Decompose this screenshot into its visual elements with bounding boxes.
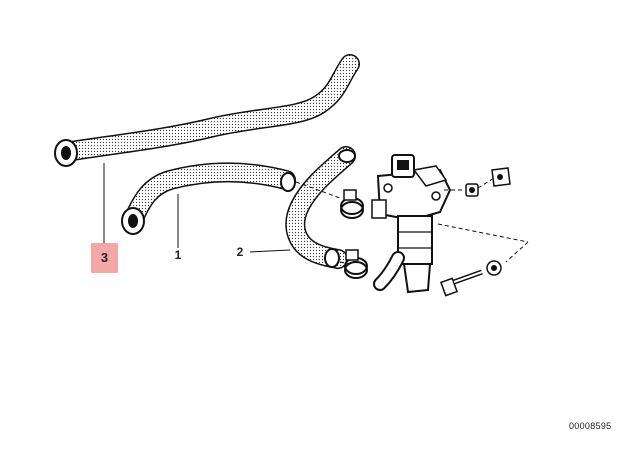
hose-part-1[interactable]	[121, 162, 296, 235]
hose-part-3[interactable]	[54, 54, 360, 167]
callout-2: 2	[237, 245, 244, 259]
air-valve-assembly[interactable]	[371, 154, 452, 294]
callout-3-highlight[interactable]	[91, 243, 118, 273]
hose-clamp-upper[interactable]	[340, 189, 364, 219]
leader-lines	[103, 163, 291, 253]
callout-3[interactable]: 3	[100, 250, 109, 265]
washer[interactable]	[486, 260, 502, 276]
clip-nut[interactable]	[491, 167, 511, 187]
callout-1: 1	[175, 248, 182, 262]
assembly-lines	[295, 177, 529, 265]
hose-part-2[interactable]	[285, 146, 356, 269]
nut-small[interactable]	[465, 183, 479, 197]
bolt[interactable]	[440, 269, 483, 297]
hose-clamp-lower[interactable]	[344, 249, 368, 279]
diagram-id: 00008595	[569, 421, 612, 431]
